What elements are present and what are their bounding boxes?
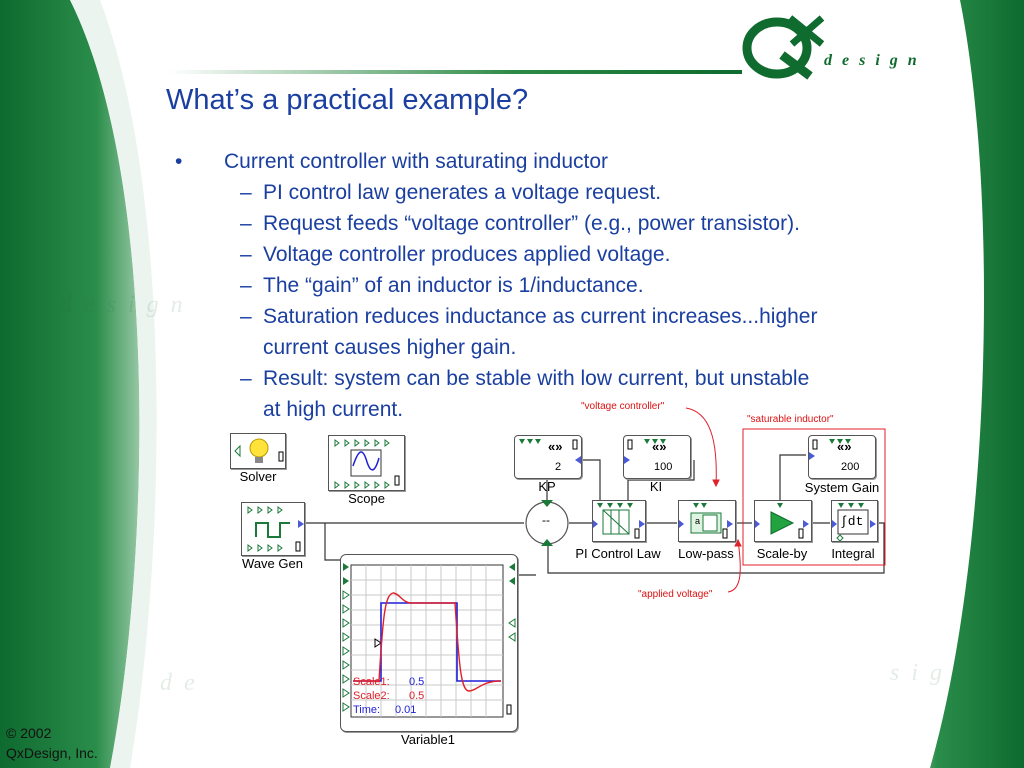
kp-value: 2 xyxy=(555,461,562,473)
title-rule xyxy=(170,70,742,74)
svg-text:«»: «» xyxy=(837,439,851,454)
kp-ports-icon: «» xyxy=(519,439,581,464)
subitem-4: The “gain” of an inductor is 1/inductanc… xyxy=(263,274,644,297)
lowpass-block[interactable]: a xyxy=(678,500,736,542)
copyright: © 2002 QxDesign, Inc. xyxy=(6,723,98,763)
time-label: Time: xyxy=(353,704,381,716)
scaleby-block[interactable] xyxy=(754,500,812,542)
integral-symbol: ∫dt xyxy=(840,514,864,529)
pi-control-block[interactable] xyxy=(592,500,646,542)
integral-label: Integral xyxy=(831,546,875,561)
scale1-label: Scale1: xyxy=(353,676,390,688)
lightbulb-icon xyxy=(234,438,284,463)
applied-voltage-annotation: "applied voltage" xyxy=(638,589,713,600)
copyright-year: © 2002 xyxy=(6,725,52,741)
svg-text:sig: sig xyxy=(890,660,954,686)
lowpass-icon xyxy=(679,503,733,539)
solver-label: Solver xyxy=(239,469,277,484)
subitem-6-cont: at high current. xyxy=(263,398,404,421)
ki-label: KI xyxy=(649,479,663,494)
svg-text:«»: «» xyxy=(652,439,666,454)
subitem-6: Result: system can be stable with low cu… xyxy=(263,367,810,390)
dash-marker: – xyxy=(240,243,252,266)
lowpass-label: Low-pass xyxy=(678,546,734,561)
qxdesign-logo: design xyxy=(742,10,917,85)
main-bullet: Current controller with saturating induc… xyxy=(224,150,609,173)
subitem-5-cont: current causes higher gain. xyxy=(263,336,517,359)
bullet-marker: • xyxy=(175,150,183,173)
systemgain-block[interactable]: «» 200 xyxy=(808,435,876,479)
integral-block[interactable]: ∫dt xyxy=(831,500,878,542)
gain-triangle-icon xyxy=(755,503,809,539)
scale2-value: 0.5 xyxy=(409,690,425,702)
slide-title: What’s a practical example? xyxy=(166,84,529,116)
systemgain-ports-icon: «» xyxy=(809,439,851,460)
ki-value: 100 xyxy=(654,461,673,473)
variable1-plot xyxy=(342,563,516,718)
lowpass-symbol: a xyxy=(695,516,701,526)
scaleby-label: Scale-by xyxy=(756,546,808,561)
pi-control-icon xyxy=(593,503,645,539)
scale1-value: 0.5 xyxy=(409,676,425,688)
sum-junction[interactable]: -- xyxy=(542,513,550,527)
dash-marker: – xyxy=(240,181,252,204)
logo-wordmark: design xyxy=(824,52,927,69)
svg-text:design: design xyxy=(60,292,195,318)
scope-block[interactable] xyxy=(328,435,405,491)
scope-icon xyxy=(334,439,400,489)
kp-block[interactable]: «» 2 xyxy=(514,435,582,479)
pi-control-label: PI Control Law xyxy=(575,546,661,561)
systemgain-value: 200 xyxy=(841,461,860,473)
scale2-label: Scale2: xyxy=(353,690,390,702)
square-wave-icon xyxy=(247,506,304,552)
wavegen-block[interactable] xyxy=(241,502,305,556)
dash-marker: – xyxy=(240,212,252,235)
variable1-scope[interactable]: Scale1: 0.5 Scale2: 0.5 Time: 0.01 xyxy=(340,554,518,732)
dash-marker: – xyxy=(240,367,252,390)
time-value: 0.01 xyxy=(395,704,417,716)
dash-marker: – xyxy=(240,274,252,297)
ki-block[interactable]: «» 100 xyxy=(623,435,691,479)
copyright-company: QxDesign, Inc. xyxy=(6,745,98,761)
subitem-1: PI control law generates a voltage reque… xyxy=(263,181,662,204)
kp-label: KP xyxy=(538,479,556,494)
scope-label: Scope xyxy=(348,491,385,506)
solver-block[interactable] xyxy=(230,433,286,469)
subitem-5: Saturation reduces inductance as current… xyxy=(263,305,818,328)
svg-text:«»: «» xyxy=(548,439,562,454)
ki-ports-icon: «» xyxy=(624,439,666,464)
dash-marker: – xyxy=(240,305,252,328)
saturable-inductor-annotation: "saturable inductor" xyxy=(747,414,834,425)
integral-icon xyxy=(832,503,876,542)
systemgain-label: System Gain xyxy=(804,480,880,495)
variable1-label: Variable1 xyxy=(401,732,455,747)
voltage-controller-annotation: "voltage controller" xyxy=(581,401,665,412)
svg-text:de: de xyxy=(160,670,207,696)
subitem-2: Request feeds “voltage controller” (e.g.… xyxy=(263,212,800,235)
wavegen-label: Wave Gen xyxy=(242,556,303,571)
logo-mark xyxy=(742,15,825,80)
subitem-3: Voltage controller produces applied volt… xyxy=(263,243,671,266)
